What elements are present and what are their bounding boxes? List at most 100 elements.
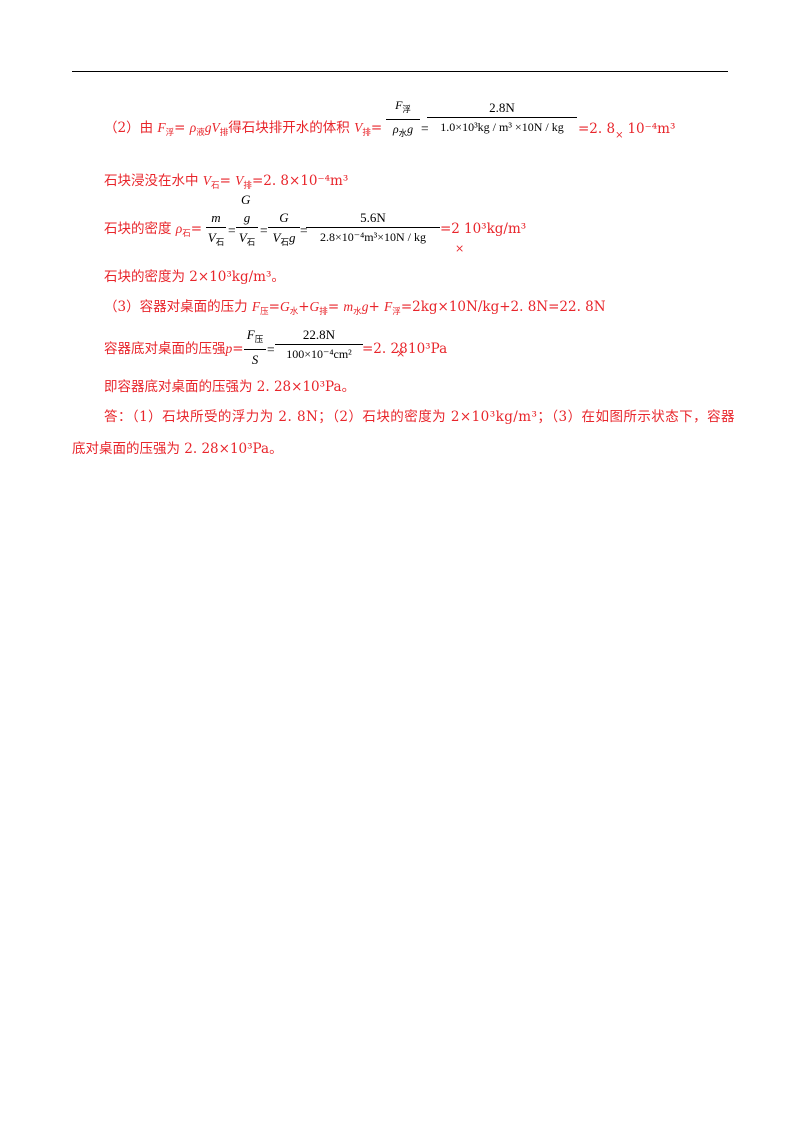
value: =2. 28 [362, 341, 408, 357]
symbol: F [384, 299, 393, 314]
volume-result: =2. 8×10⁻⁴m³ [578, 121, 675, 144]
subscript: 排 [319, 307, 328, 317]
symbol: V [354, 120, 363, 135]
symbol: F [395, 98, 403, 112]
fraction-volume-calc: 2.8N 1.0×10³kg / m³ ×10N / kg [427, 100, 577, 135]
equals: = [370, 120, 383, 136]
symbol: V [207, 230, 216, 245]
subscript: 浮 [165, 127, 175, 137]
solution-density-line: 石块的密度 ρ石= [104, 221, 202, 242]
step-label: （2）由 [104, 120, 154, 136]
symbol: ρ [189, 120, 197, 135]
symbol: g [407, 122, 414, 136]
symbol: g [288, 230, 296, 245]
equals: = [327, 299, 340, 315]
nested-numerator: G [241, 192, 251, 207]
fraction-line [236, 227, 258, 228]
equals: = [219, 173, 231, 189]
symbol: F [251, 299, 261, 314]
symbol: g [361, 299, 369, 314]
fraction-pressure-calc: 22.8N 100×10⁻⁴cm² [275, 327, 363, 362]
subscript: 排 [243, 181, 252, 191]
numerator: g [243, 210, 251, 225]
symbol: G [279, 299, 290, 314]
solution-part2-line: （2）由 F浮= ρ液gV排得石块排开水的体积 V排= [104, 120, 382, 141]
numerator: G [279, 210, 289, 225]
times-sign: × [455, 242, 465, 255]
fraction-line [427, 117, 577, 118]
plus: + [298, 299, 310, 315]
symbol: V [202, 173, 212, 188]
equals: = [267, 342, 275, 357]
fraction-g-over-v: g V石 [236, 210, 258, 250]
subscript: 石 [211, 181, 220, 191]
subscript: 水 [353, 307, 362, 317]
value: 10³kg/m³ [464, 221, 527, 237]
value: 10³Pa [408, 341, 448, 357]
equals: = [300, 223, 308, 238]
subscript: 排 [362, 128, 371, 138]
text: 得石块排开水的体积 [228, 120, 350, 136]
symbol: V [272, 230, 281, 245]
answer-line-2: 底对桌面的压强为 2. 28×10³Pa。 [72, 441, 283, 457]
numerator: 22.8N [302, 327, 336, 342]
equals: = [190, 221, 203, 237]
fraction-line [275, 344, 363, 345]
step-label: （3）容器对桌面的压力 [104, 299, 248, 315]
value: =2 [440, 221, 460, 237]
subscript: 水 [289, 307, 299, 317]
symbol: gV [204, 120, 220, 135]
denominator: 100×10⁻⁴cm² [286, 347, 352, 361]
header-rule [72, 71, 728, 72]
fraction-f-over-rho-g: F浮 ρ水g [386, 98, 420, 141]
plus: + [368, 299, 385, 315]
density-conclusion: 石块的密度为 2×10³kg/m³。 [104, 269, 285, 285]
equals: = [260, 223, 268, 238]
equals: = [232, 341, 244, 357]
times-sign: × [615, 130, 624, 141]
fraction-f-over-s: F压 S [244, 327, 266, 367]
value: =2kg×10N/kg+2. 8N=22. 8N [400, 299, 606, 315]
solution-pressure-line: 容器底对桌面的压强p= [104, 341, 244, 357]
times-sign: × [396, 347, 406, 360]
value: =2. 8 [578, 121, 616, 137]
denominator: 1.0×10³kg / m³ ×10N / kg [440, 120, 564, 134]
fraction-line [386, 119, 420, 120]
fraction-m-over-v: m V石 [206, 210, 226, 250]
symbol: V [238, 230, 247, 245]
subscript: 石 [246, 237, 256, 247]
subscript: 石 [215, 237, 225, 247]
subscript: 浮 [402, 104, 411, 114]
text: 石块浸没在水中 [104, 173, 199, 189]
subscript: 压 [254, 334, 264, 344]
numerator: 2.8N [489, 100, 515, 115]
fraction-line [306, 227, 440, 228]
denominator: S [251, 352, 259, 367]
text: 容器底对桌面的压强 [104, 341, 226, 357]
fraction-line [244, 349, 266, 350]
solution-pressure-force-line: （3）容器对桌面的压力 F压=G水+G排= m水g+ F浮=2kg×10N/kg… [104, 299, 606, 320]
equals: = [228, 223, 236, 238]
subscript: 排 [219, 128, 229, 138]
equals: = [268, 299, 280, 315]
symbol: ρ [392, 122, 399, 136]
subscript: 液 [196, 128, 205, 138]
denominator: 2.8×10⁻⁴m³×10N / kg [320, 230, 426, 244]
value: =2. 8×10⁻⁴m³ [251, 173, 349, 189]
pressure-conclusion: 即容器底对桌面的压强为 2. 28×10³Pa。 [104, 379, 356, 395]
subscript: 石 [182, 229, 191, 239]
solution-volume-line: 石块浸没在水中 V石= V排=2. 8×10⁻⁴m³ [104, 173, 348, 194]
numerator: 5.6N [360, 210, 386, 225]
symbol: V [235, 173, 244, 188]
fraction-g-over-vg: G V石g [268, 210, 300, 250]
subscript: 水 [398, 128, 408, 138]
equals: = [421, 121, 429, 136]
symbol: m [343, 299, 354, 314]
subscript: 石 [280, 237, 289, 247]
equals: = [174, 120, 190, 136]
text: 石块的密度 [104, 221, 172, 237]
symbol: p [225, 341, 233, 356]
symbol: G [309, 299, 320, 314]
fraction-density-calc: 5.6N 2.8×10⁻⁴m³×10N / kg [306, 210, 440, 245]
value: 10⁻⁴m³ [627, 121, 676, 137]
